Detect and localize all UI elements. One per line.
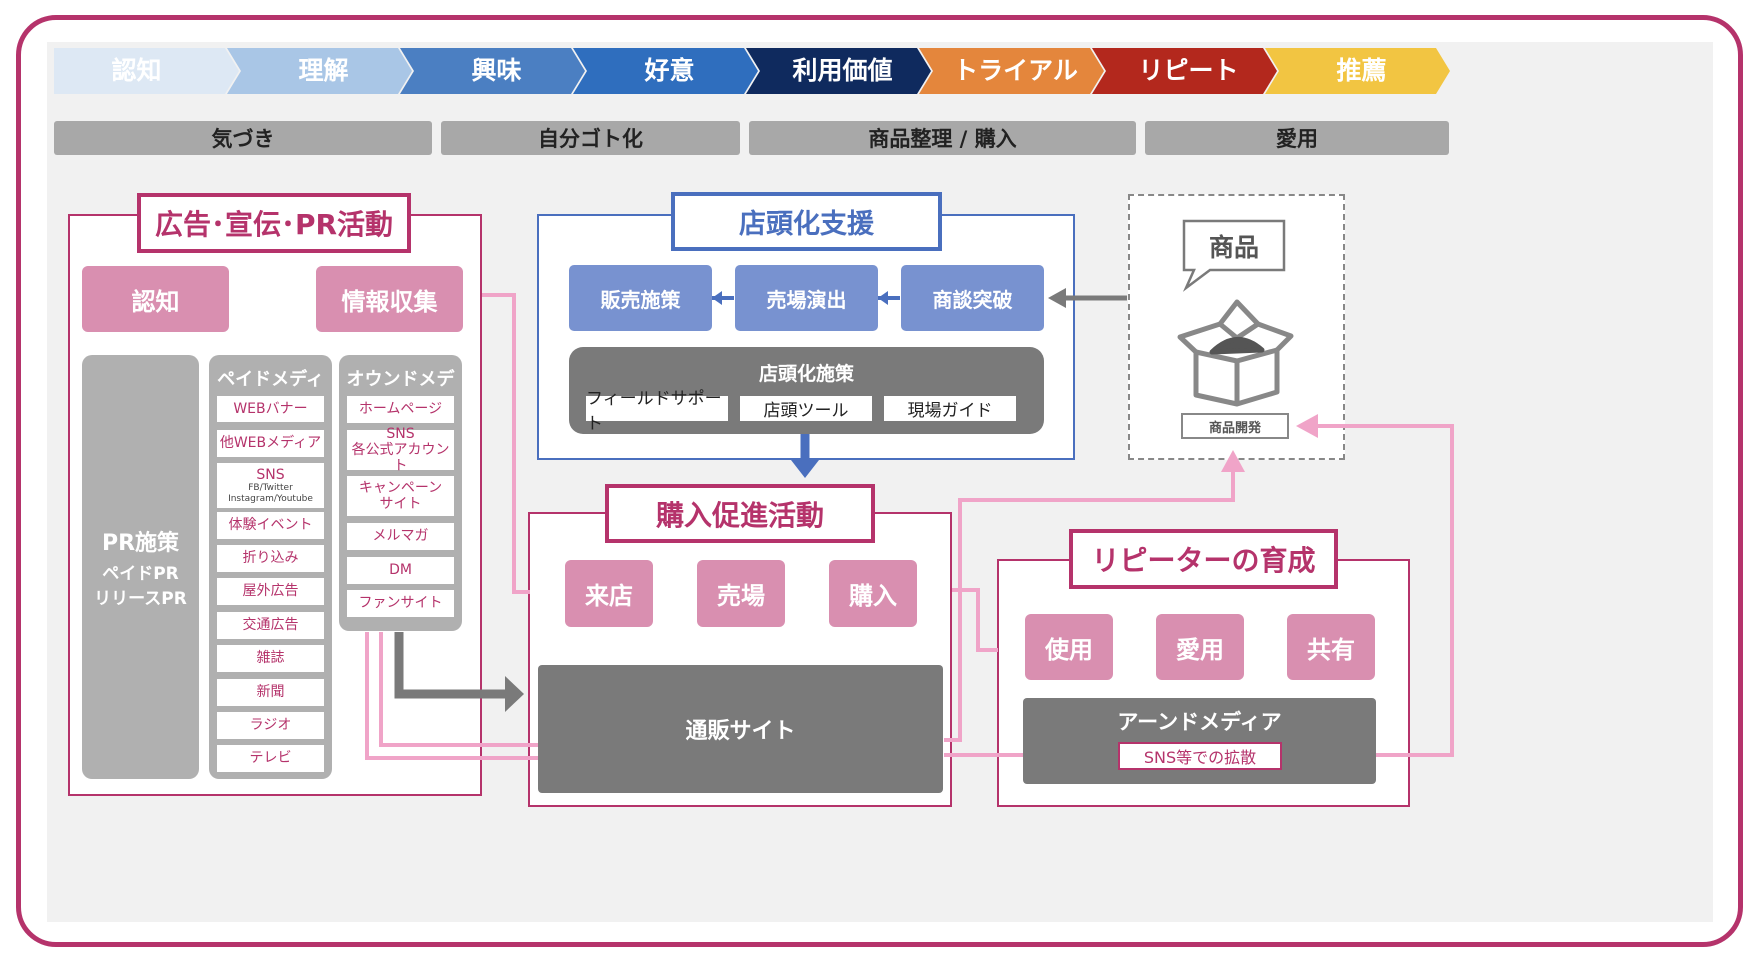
paid-media-item: 新聞 xyxy=(217,679,324,706)
stage-label: 商品整理 / 購入 xyxy=(868,127,1017,151)
chip-field-guide: 現場ガイド xyxy=(884,396,1016,421)
paid-media-item-label: 雑誌 xyxy=(256,650,285,667)
pr-sub-paid: ペイドPR xyxy=(102,564,179,584)
paid-media-item: 体験イベント xyxy=(217,512,324,539)
repeater-title-text: リピーターの育成 xyxy=(1091,544,1316,577)
chip-store-tools: 店頭ツール xyxy=(740,396,872,421)
chip-label: フィールドサポート xyxy=(586,388,722,434)
visit-store-button[interactable]: 来店 xyxy=(565,560,653,627)
owned-media-item-sub: 各公式アカウント xyxy=(351,441,450,475)
pr-sub-release: リリースPR xyxy=(94,589,187,609)
pr-title: PR施策 xyxy=(101,531,180,556)
love-button[interactable]: 愛用 xyxy=(1156,614,1244,680)
paid-media-item-label: ラジオ xyxy=(249,717,292,734)
sales-measure-button[interactable]: 販売施策 xyxy=(569,265,712,331)
owned-media-item-label: SNS xyxy=(386,425,415,442)
use-button[interactable]: 使用 xyxy=(1025,614,1113,680)
paid-media-item-label: WEBバナー xyxy=(233,400,308,417)
visit-store-label: 来店 xyxy=(585,582,633,610)
info-collection-button[interactable]: 情報収集 xyxy=(316,266,463,332)
info-collection-label: 情報収集 xyxy=(341,287,438,316)
repeater-section-title: リピーターの育成 xyxy=(1069,529,1338,589)
paid-media-item: 雑誌 xyxy=(217,645,324,672)
outer-frame xyxy=(16,15,1743,947)
owned-media-item-label: ホームページ xyxy=(358,401,443,418)
purchase-button[interactable]: 購入 xyxy=(829,560,917,627)
store-title-text: 店頭化支援 xyxy=(739,209,874,240)
negotiation-button[interactable]: 商談突破 xyxy=(901,265,1044,331)
awareness-label: 認知 xyxy=(131,287,180,316)
paid-media-item-label: 折り込み xyxy=(242,550,299,567)
product-dev-text: 商品開発 xyxy=(1208,420,1261,436)
floor-display-label: 売場演出 xyxy=(766,287,847,312)
paid-media-item: テレビ xyxy=(217,745,324,772)
sales-floor-label: 売場 xyxy=(717,582,765,610)
ad-section-title: 広告･宣伝･PR活動 xyxy=(137,193,411,253)
product-bubble-label: 商品 xyxy=(1208,232,1259,262)
chip-label: 現場ガイド xyxy=(907,401,993,421)
owned-media-item-label: DM xyxy=(389,562,412,579)
stage-label: 気づき xyxy=(211,127,275,151)
stage-love: 愛用 xyxy=(1145,121,1449,155)
paid-media-item: ラジオ xyxy=(217,712,324,739)
pr-column: PR施策 ペイドPR リリースPR xyxy=(82,355,199,779)
paid-media-item-label: 新聞 xyxy=(256,684,285,701)
paid-media-item: 他WEBメディア xyxy=(217,430,324,457)
use-label: 使用 xyxy=(1045,635,1093,664)
owned-media-item-sub: サイト xyxy=(379,496,422,512)
owned-media-item-label: ファンサイト xyxy=(358,595,443,612)
paid-media-item: 屋外広告 xyxy=(217,578,324,605)
product-bubble-text: 商品 xyxy=(1186,222,1282,269)
purchase-title-text: 購入促進活動 xyxy=(655,498,824,532)
paid-media-sns-sub: Instagram/Youtube xyxy=(228,493,313,504)
negotiation-label: 商談突破 xyxy=(932,287,1013,312)
sales-measure-label: 販売施策 xyxy=(600,287,681,312)
love-label: 愛用 xyxy=(1176,635,1224,664)
stage-personalize: 自分ゴト化 xyxy=(441,121,740,155)
paid-media-item-label: 屋外広告 xyxy=(242,583,299,600)
ad-title-text: 広告･宣伝･PR活動 xyxy=(154,208,394,241)
product-dev-label: 商品開発 xyxy=(1181,413,1289,439)
purchase-label: 購入 xyxy=(849,582,897,610)
owned-media-item-label: キャンペーン xyxy=(358,479,443,496)
share-button[interactable]: 共有 xyxy=(1287,614,1375,680)
awareness-button[interactable]: 認知 xyxy=(82,266,229,332)
owned-media-item: ホームページ xyxy=(347,396,454,423)
owned-media-item: キャンペーンサイト xyxy=(347,476,454,516)
paid-media-item-label: 他WEBメディア xyxy=(219,435,322,452)
floor-display-button[interactable]: 売場演出 xyxy=(735,265,878,331)
sns-spread-label: SNS等での拡散 xyxy=(1118,742,1282,770)
paid-media-item-label: 交通広告 xyxy=(242,617,299,634)
paid-media-item: WEBバナー xyxy=(217,396,324,422)
sns-spread-text: SNS等での拡散 xyxy=(1143,748,1257,767)
owned-media-item: ファンサイト xyxy=(347,590,454,617)
paid-media-sns-sub: FB/Twitter xyxy=(248,483,293,494)
owned-media-item: DM xyxy=(347,557,454,584)
ec-site-label: 通販サイト xyxy=(685,719,796,744)
store-section-title: 店頭化支援 xyxy=(671,192,942,251)
stage-label: 愛用 xyxy=(1276,127,1318,151)
paid-media-item-label: テレビ xyxy=(249,750,292,767)
owned-media-item-label: メルマガ xyxy=(372,528,429,545)
earned-media-box: アーンドメディア xyxy=(1023,698,1376,784)
paid-media-item: 交通広告 xyxy=(217,612,324,639)
paid-media-item-label: SNS xyxy=(256,467,285,484)
paid-media-item-label: 体験イベント xyxy=(228,517,313,534)
chip-field-support: フィールドサポート xyxy=(586,389,728,434)
store-measures-title: 店頭化施策 xyxy=(758,363,854,385)
sales-floor-button[interactable]: 売場 xyxy=(697,560,785,627)
earned-media-title: アーンドメディア xyxy=(1117,710,1282,734)
owned-media-item: メルマガ xyxy=(347,523,454,550)
share-label: 共有 xyxy=(1307,635,1355,664)
purchase-section-title: 購入促進活動 xyxy=(605,484,875,543)
stage-label: 自分ゴト化 xyxy=(538,127,643,151)
chip-label: 店頭ツール xyxy=(763,401,849,421)
stage-awareness: 気づき xyxy=(54,121,432,155)
stage-purchase: 商品整理 / 購入 xyxy=(749,121,1136,155)
ec-site-box[interactable]: 通販サイト xyxy=(538,665,943,793)
paid-media-item: 折り込み xyxy=(217,545,324,572)
